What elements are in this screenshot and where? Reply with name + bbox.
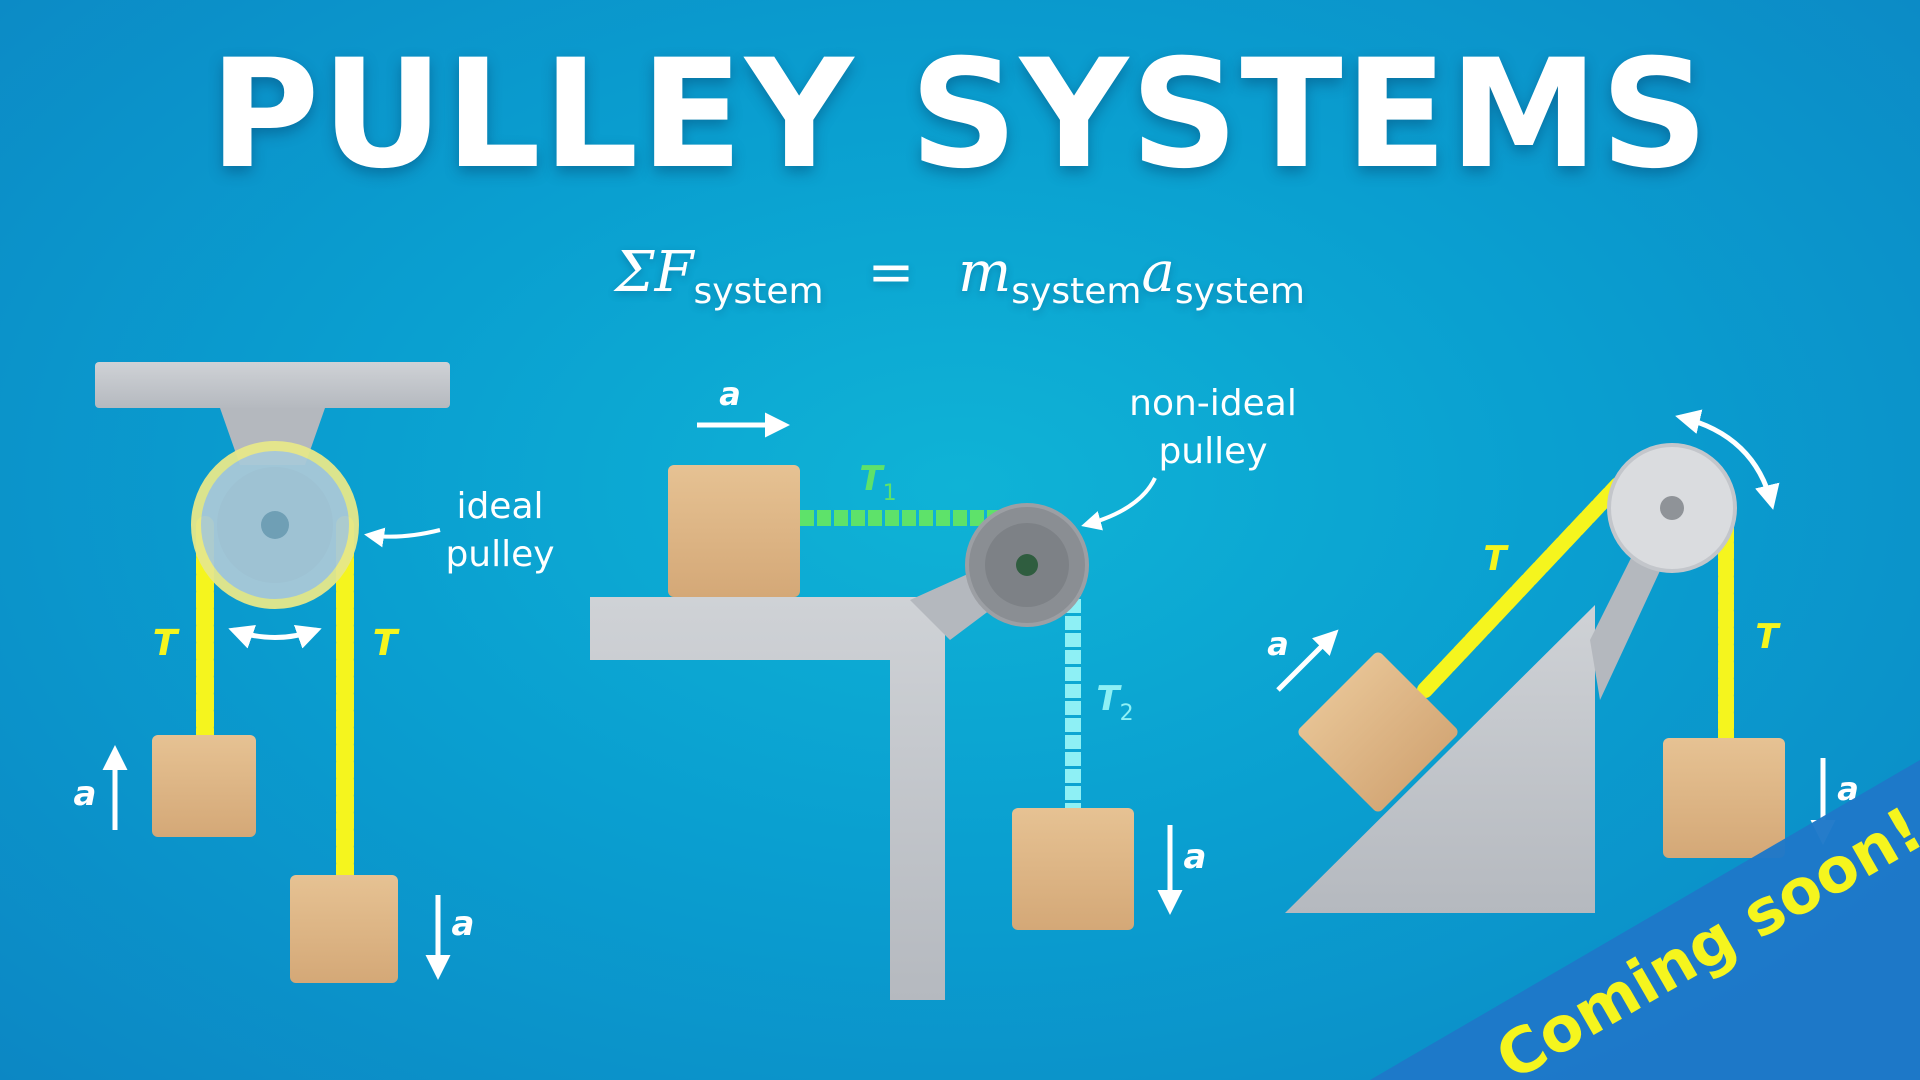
equation-a: a xyxy=(1141,240,1175,305)
tension-incline-label: T xyxy=(1483,539,1509,579)
equation-equals: = xyxy=(867,240,915,305)
equation: ΣFsystem = msystemasystem xyxy=(0,240,1920,312)
page-title: PULLEY SYSTEMS xyxy=(209,28,1711,202)
ideal-pulley-label-2: pulley xyxy=(445,534,554,575)
tension-right-label: T xyxy=(373,623,400,664)
ideal-pulley-axle xyxy=(261,511,289,539)
right-pulley-axle xyxy=(1660,496,1684,520)
block-right-hanging xyxy=(1663,738,1785,858)
accel-arrow-incline xyxy=(1276,629,1339,692)
non-ideal-pulley-axle xyxy=(1016,554,1038,576)
pulley-arm xyxy=(1590,540,1665,700)
ideal-pulley-label-1: ideal xyxy=(456,486,543,527)
right-rotation-arrow xyxy=(1675,409,1780,510)
accel-left-label: a xyxy=(74,774,97,814)
tension-left-label: T xyxy=(153,623,180,664)
ideal-pulley-pointer xyxy=(364,527,441,548)
non-ideal-pulley-label-1: non-ideal xyxy=(1129,383,1297,424)
equation-sigma-f: ΣF xyxy=(615,240,694,305)
table xyxy=(590,597,945,1000)
equation-m: m xyxy=(958,240,1012,305)
rope-incline xyxy=(1417,477,1626,698)
accel-top-label: a xyxy=(719,375,741,413)
banner-ribbon xyxy=(1370,760,1920,1080)
block-incline-group xyxy=(1298,652,1458,812)
tension1-symbol: T xyxy=(859,459,885,499)
tension1-label: T1 xyxy=(859,459,896,506)
block-left xyxy=(152,735,256,837)
tension2-subscript: 2 xyxy=(1120,701,1134,726)
block-right xyxy=(290,875,398,983)
block-table xyxy=(668,465,800,597)
block-hanging xyxy=(1012,808,1134,930)
accel-right-label: a xyxy=(452,904,475,944)
non-ideal-pulley-pointer xyxy=(1081,477,1157,531)
right-diagram: T T a a xyxy=(1267,409,1859,913)
accel-incline-label: a xyxy=(1267,625,1289,663)
equation-sub-3: system xyxy=(1174,271,1305,313)
accel-right-hanging-label: a xyxy=(1837,770,1859,808)
accel-hanging-label: a xyxy=(1184,837,1207,877)
middle-diagram: a T1 non-ideal pulley T2 a xyxy=(590,375,1297,1000)
tension2-symbol: T xyxy=(1096,679,1122,719)
rotation-arrow xyxy=(228,624,322,649)
incline xyxy=(1285,605,1595,913)
tension-hanging-label: T xyxy=(1755,617,1781,657)
tension1-subscript: 1 xyxy=(883,481,897,506)
equation-sub-1: system xyxy=(693,271,824,313)
equation-sub-2: system xyxy=(1011,271,1142,313)
tension2-label: T2 xyxy=(1096,679,1133,726)
block-incline xyxy=(1298,652,1458,812)
ceiling-bar xyxy=(95,362,450,408)
left-diagram: ideal pulley T T a a xyxy=(74,362,555,983)
non-ideal-pulley-label-2: pulley xyxy=(1158,431,1267,472)
